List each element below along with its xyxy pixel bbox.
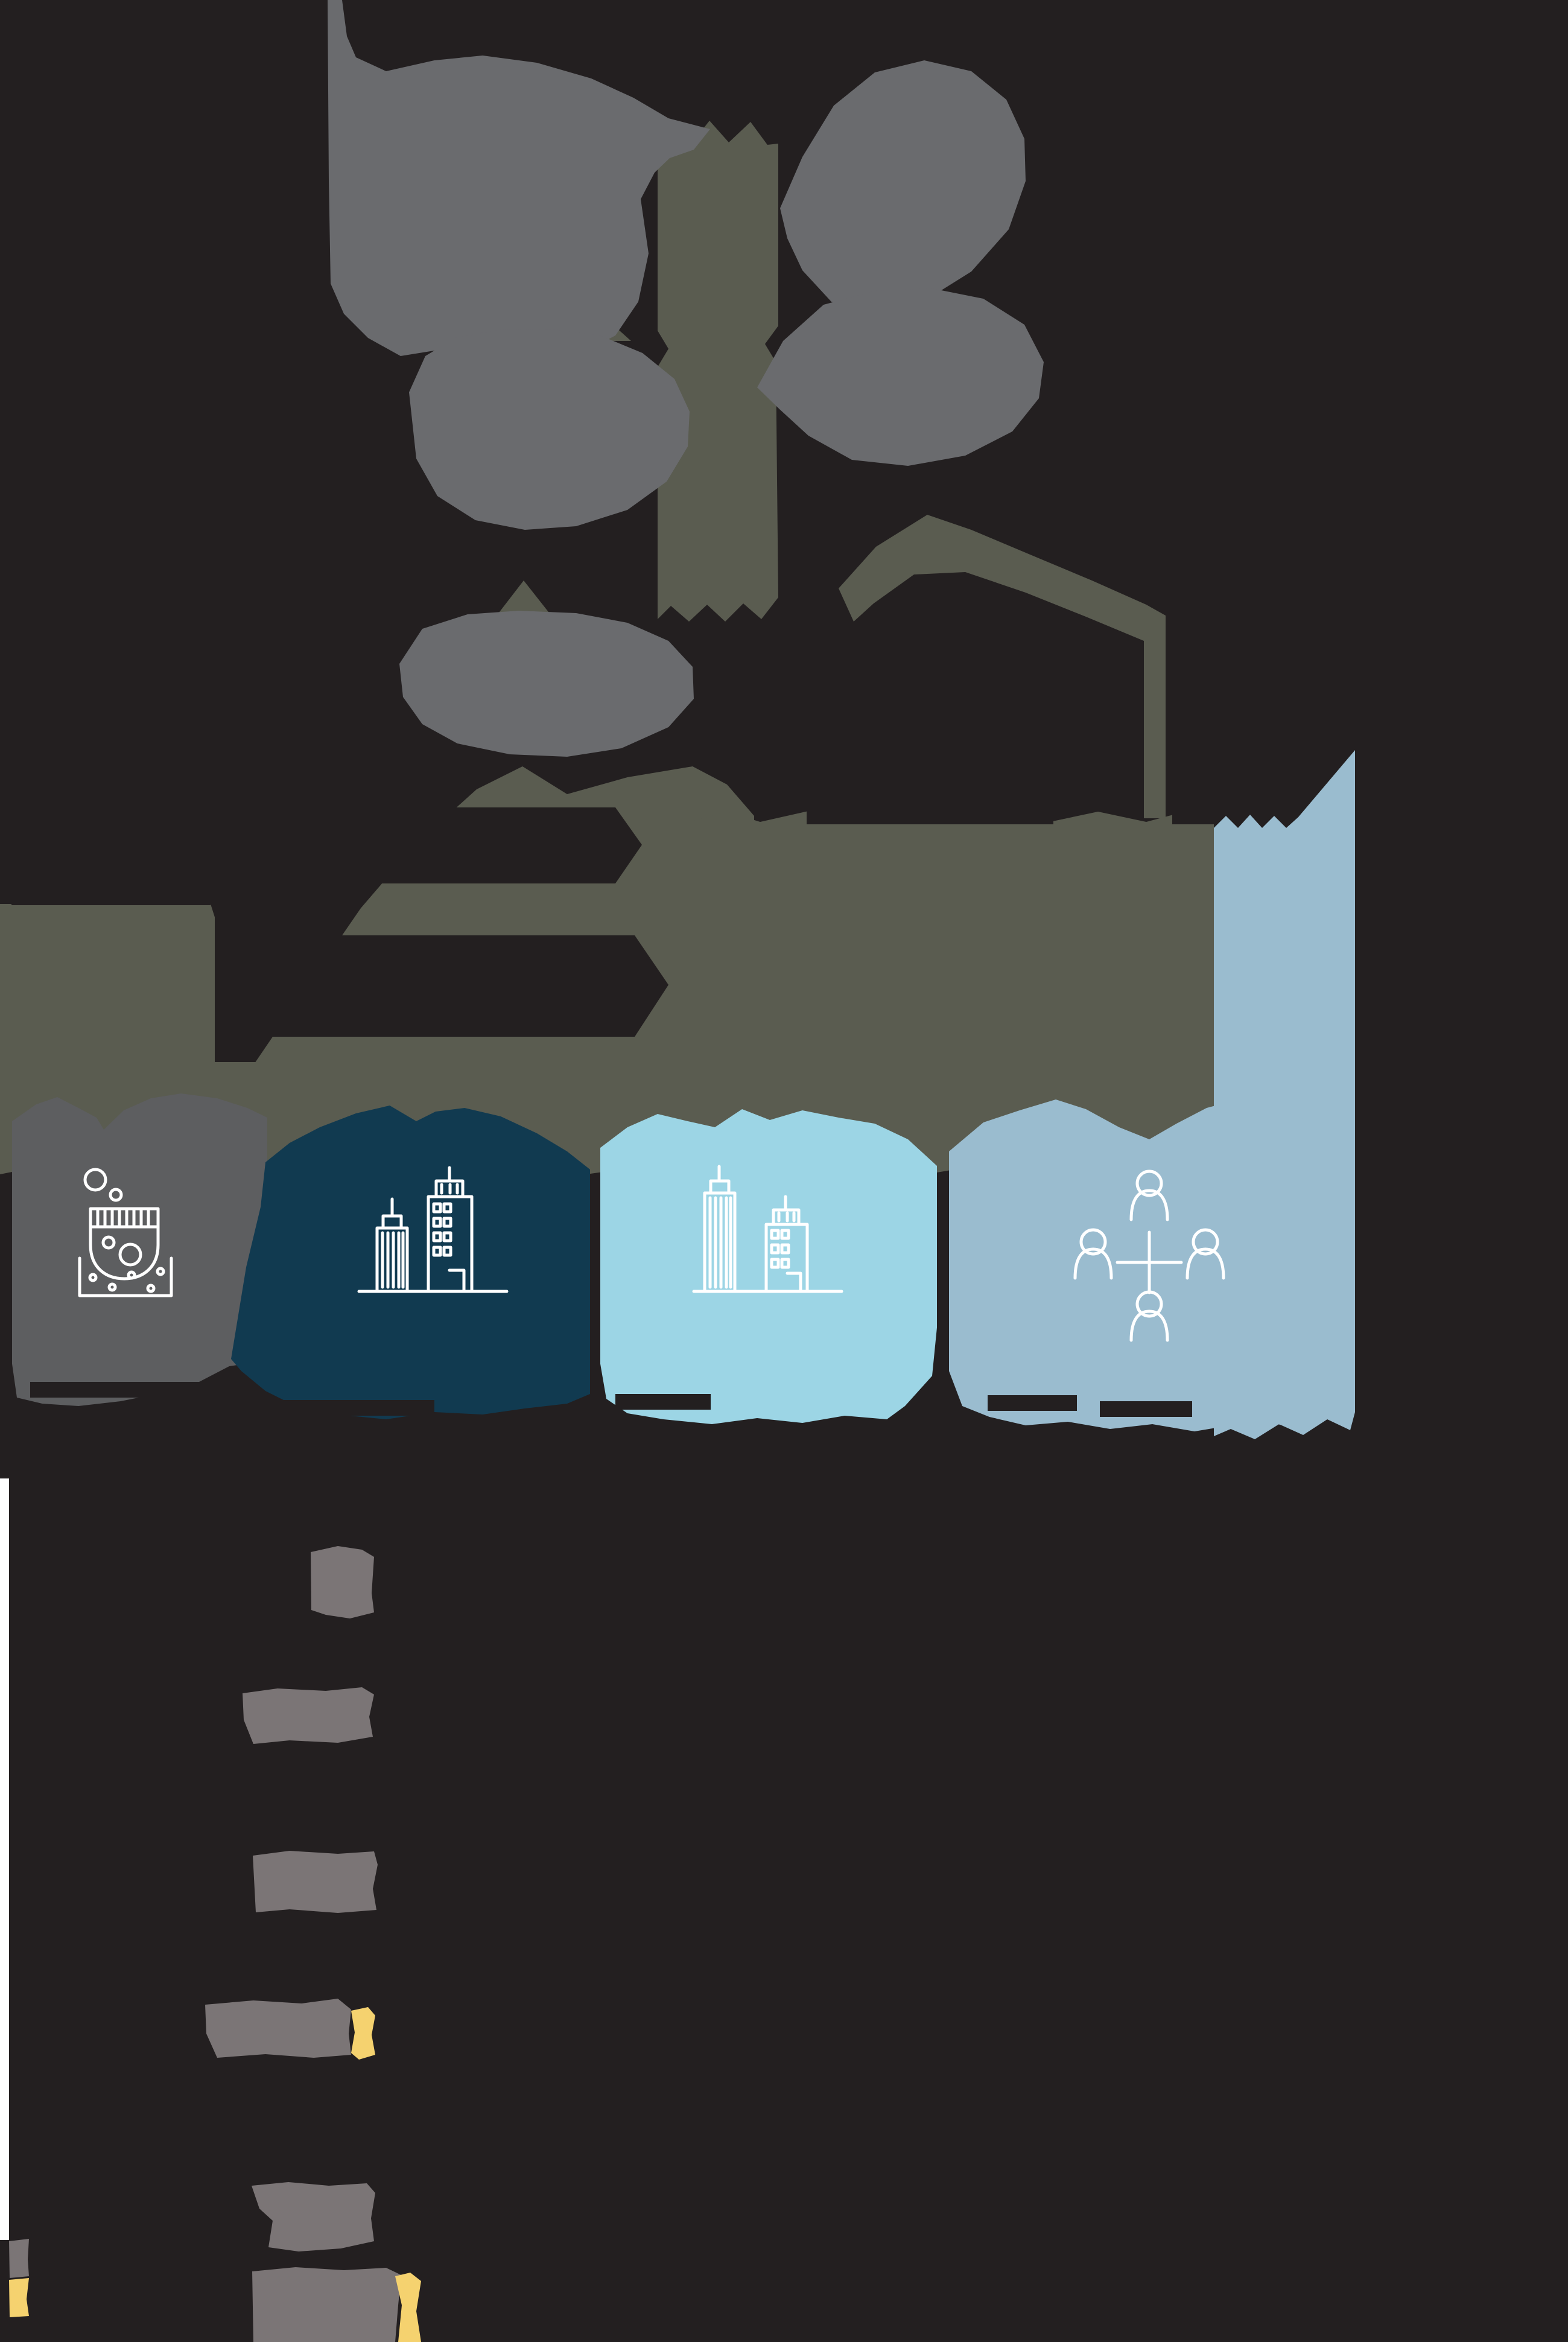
list-bar-2 — [243, 1687, 374, 1744]
band-right-plateau — [694, 811, 1214, 1074]
people-network-icon — [1073, 1169, 1225, 1342]
knockout-text-row-4 — [30, 1382, 235, 1398]
knockout-text-row-8 — [1100, 1401, 1192, 1417]
left-yellow-block — [9, 2278, 29, 2317]
left-white-strip — [0, 1478, 9, 2240]
list-bar-1 — [311, 1546, 374, 1618]
flow-blob-2 — [780, 60, 1026, 315]
knockout-text-row-3 — [11, 891, 211, 905]
list-bar-5 — [252, 2182, 375, 2251]
knockout-text-row-5 — [267, 1400, 434, 1416]
knockout-arrow-1 — [226, 807, 642, 883]
flow-blob-1 — [328, 0, 710, 366]
list-bar-3 — [253, 1851, 378, 1913]
connector-band-vertical — [658, 121, 778, 622]
flask-soil-icon — [78, 1168, 173, 1297]
knockout-text-row-1 — [807, 809, 1053, 824]
city-buildings-icon — [357, 1166, 509, 1293]
knockout-text-row-6 — [615, 1394, 711, 1410]
knockout-text-row-7 — [988, 1395, 1077, 1411]
connector-pyramid-2-band — [839, 515, 1166, 818]
flow-blob-5 — [399, 611, 694, 757]
panel-3 — [600, 1109, 937, 1424]
panel-2 — [231, 1106, 590, 1419]
knockout-arrow-2 — [226, 935, 668, 1037]
flow-blob-3 — [409, 329, 690, 530]
list-bar-4-highlight — [351, 2007, 375, 2060]
list-bar-4 — [205, 1999, 351, 2058]
city-buildings-icon-2 — [692, 1165, 843, 1293]
flow-blob-4 — [757, 288, 1044, 466]
left-gray-block — [9, 2239, 29, 2278]
list-bar-6-highlight — [395, 2273, 421, 2342]
list-bar-6 — [252, 2267, 401, 2342]
